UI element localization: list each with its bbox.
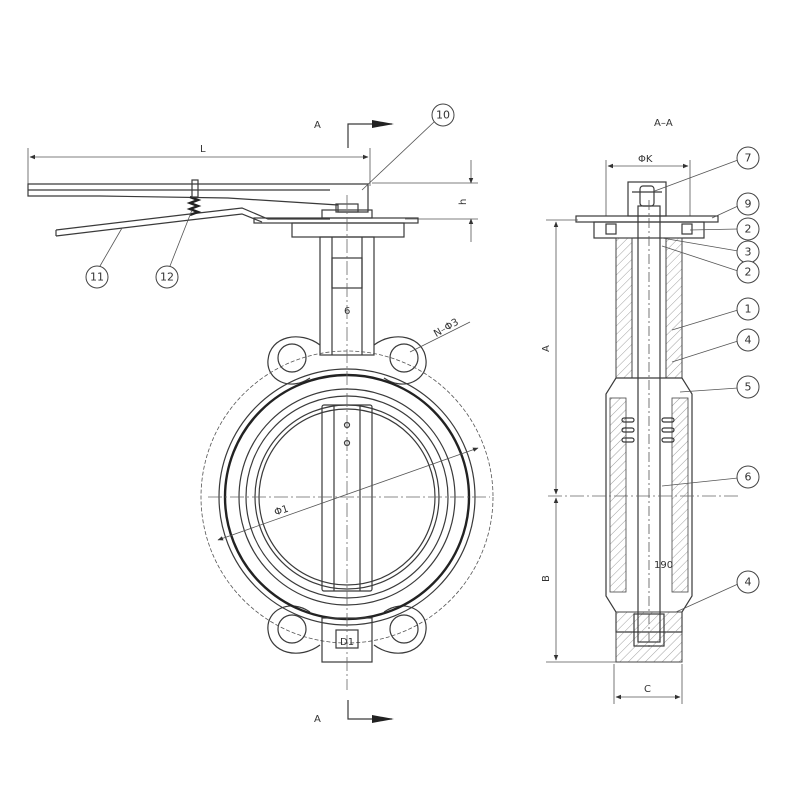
svg-text:6: 6: [745, 471, 752, 484]
svg-text:4: 4: [745, 334, 752, 347]
dimension-phi1-label: Φ1: [273, 504, 290, 519]
dimension-C-label: C: [644, 684, 651, 695]
svg-text:9: 9: [745, 198, 752, 211]
svg-text:2: 2: [745, 223, 752, 236]
svg-text:2: 2: [745, 266, 752, 279]
dimension-C: C: [613, 664, 683, 704]
dimension-L-label: L: [200, 144, 206, 155]
callout-5: 5: [679, 375, 760, 399]
dimension-N-phi3-label: N–Φ3: [432, 317, 461, 340]
callout-11: 11: [85, 227, 123, 289]
callout-2a: 2: [689, 217, 760, 241]
svg-text:1: 1: [745, 303, 752, 316]
handle-lever: [27, 183, 369, 237]
callout-12: 12: [155, 209, 193, 289]
section-shaft: 190: [637, 200, 673, 650]
lug-top-right: [373, 336, 427, 385]
svg-text:12: 12: [160, 271, 174, 284]
dimension-L: L: [27, 144, 371, 188]
callout-7: 7: [651, 146, 760, 193]
callout-4a: 4: [671, 328, 760, 363]
dimension-A-label: A: [541, 345, 552, 352]
svg-text:10: 10: [436, 109, 450, 122]
section-arrow-bottom: A: [314, 700, 394, 725]
section-view: A–A ΦK: [541, 118, 760, 704]
section-neck: [615, 237, 683, 379]
svg-text:5: 5: [745, 381, 752, 394]
dimension-B: B: [541, 497, 616, 663]
section-title: A–A: [654, 118, 673, 129]
dimension-phiK: ΦK: [605, 154, 691, 216]
callout-2b: 2: [661, 245, 760, 284]
lug-top-left: [267, 336, 321, 385]
dimension-phi1: Φ1: [217, 447, 479, 541]
dimension-h-label: h: [458, 199, 469, 205]
dimension-phiK-label: ΦK: [638, 154, 653, 165]
callout-9: 9: [711, 192, 760, 219]
section-top-flange: [575, 215, 719, 239]
callout-6: 6: [661, 465, 760, 489]
callout-4b: 4: [675, 570, 760, 613]
dimension-A: A: [541, 219, 578, 495]
dimension-N-phi3: N–Φ3: [409, 317, 471, 353]
svg-text:11: 11: [90, 271, 104, 284]
section-label-bottom: A: [314, 714, 321, 725]
top-flange: [253, 203, 419, 238]
dimension-B-label: B: [541, 575, 552, 582]
spring: [186, 179, 202, 217]
svg-text:3: 3: [745, 246, 752, 259]
dimension-190-label: 190: [654, 560, 673, 571]
svg-text:7: 7: [745, 152, 752, 165]
dimension-h: h: [372, 160, 478, 242]
section-label-top: A: [314, 120, 321, 131]
section-arrow-top: A: [314, 120, 394, 148]
callout-10: 10: [361, 103, 455, 191]
svg-text:4: 4: [745, 576, 752, 589]
callout-1: 1: [671, 297, 760, 331]
front-view: A A L h: [27, 103, 494, 725]
